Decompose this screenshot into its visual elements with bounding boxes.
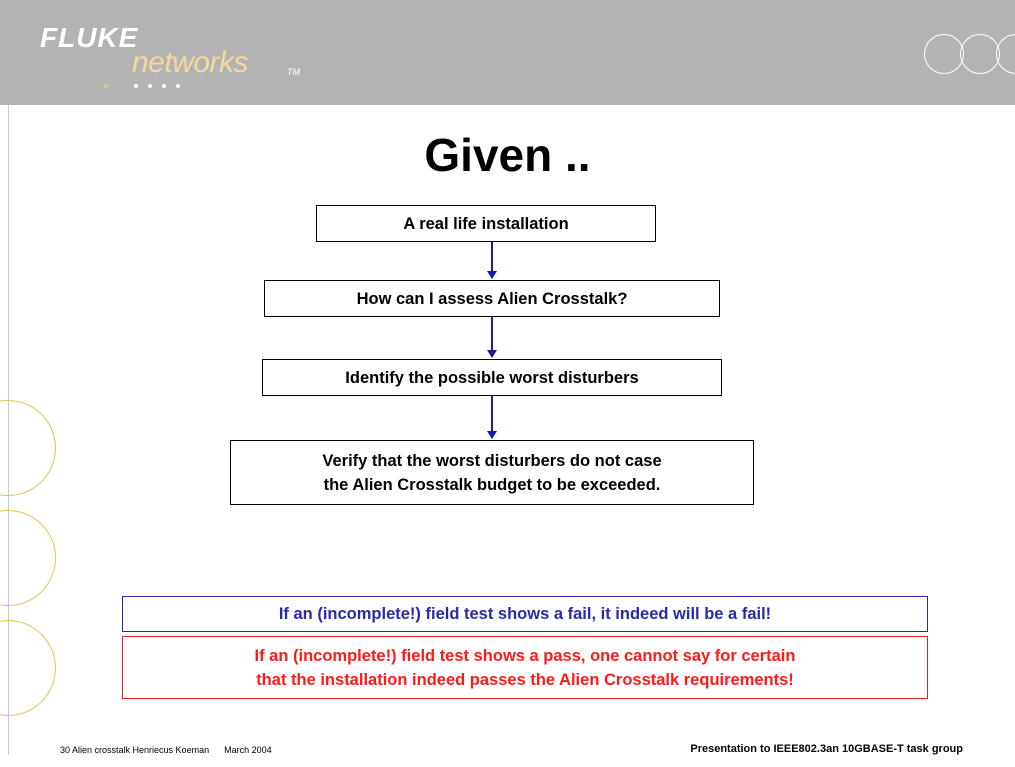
logo-dot bbox=[104, 84, 108, 88]
flow-step-1-label: A real life installation bbox=[403, 214, 569, 233]
flow-step-4-line1: Verify that the worst disturbers do not … bbox=[322, 451, 662, 470]
flow-arrow-icon bbox=[487, 396, 497, 439]
pass-note-line1: If an (incomplete!) field test shows a p… bbox=[254, 646, 796, 665]
flow-step-3: Identify the possible worst disturbers bbox=[262, 359, 722, 396]
footer-left: 30 Alien crosstalk Henriecus Koeman Marc… bbox=[60, 745, 272, 755]
logo-dot bbox=[134, 84, 138, 88]
side-circle-icon bbox=[0, 400, 56, 496]
flow-step-3-label: Identify the possible worst disturbers bbox=[345, 368, 639, 387]
flow-step-2: How can I assess Alien Crosstalk? bbox=[264, 280, 720, 317]
header-circle-icon bbox=[924, 34, 964, 74]
pass-note-line2: that the installation indeed passes the … bbox=[256, 670, 794, 689]
header-circle-icon bbox=[996, 34, 1015, 74]
logo-fluke: FLUKE bbox=[40, 22, 139, 53]
logo-dot bbox=[176, 84, 180, 88]
logo-trademark: TM bbox=[287, 67, 300, 77]
side-circle-icon bbox=[0, 620, 56, 716]
header-circle-icon bbox=[960, 34, 1000, 74]
flow-step-1: A real life installation bbox=[316, 205, 656, 242]
logo-dot bbox=[148, 84, 152, 88]
fail-note-text: If an (incomplete!) field test shows a f… bbox=[278, 604, 772, 623]
fail-note: If an (incomplete!) field test shows a f… bbox=[122, 596, 928, 632]
footer-right: Presentation to IEEE802.3an 10GBASE-T ta… bbox=[690, 743, 963, 755]
flow-step-4: Verify that the worst disturbers do not … bbox=[230, 440, 754, 505]
flow-step-2-label: How can I assess Alien Crosstalk? bbox=[356, 289, 628, 308]
flow-arrow-icon bbox=[487, 242, 497, 279]
pass-note: If an (incomplete!) field test shows a p… bbox=[122, 636, 928, 699]
slide-header: FLUKE networks TM bbox=[0, 0, 1015, 105]
side-circle-icon bbox=[0, 510, 56, 606]
slide-title: Given .. bbox=[424, 129, 591, 181]
logo-networks: networks bbox=[132, 46, 249, 79]
flow-step-4-line2: the Alien Crosstalk budget to be exceede… bbox=[323, 475, 661, 494]
logo-dot bbox=[162, 84, 166, 88]
flow-arrow-icon bbox=[487, 317, 497, 358]
